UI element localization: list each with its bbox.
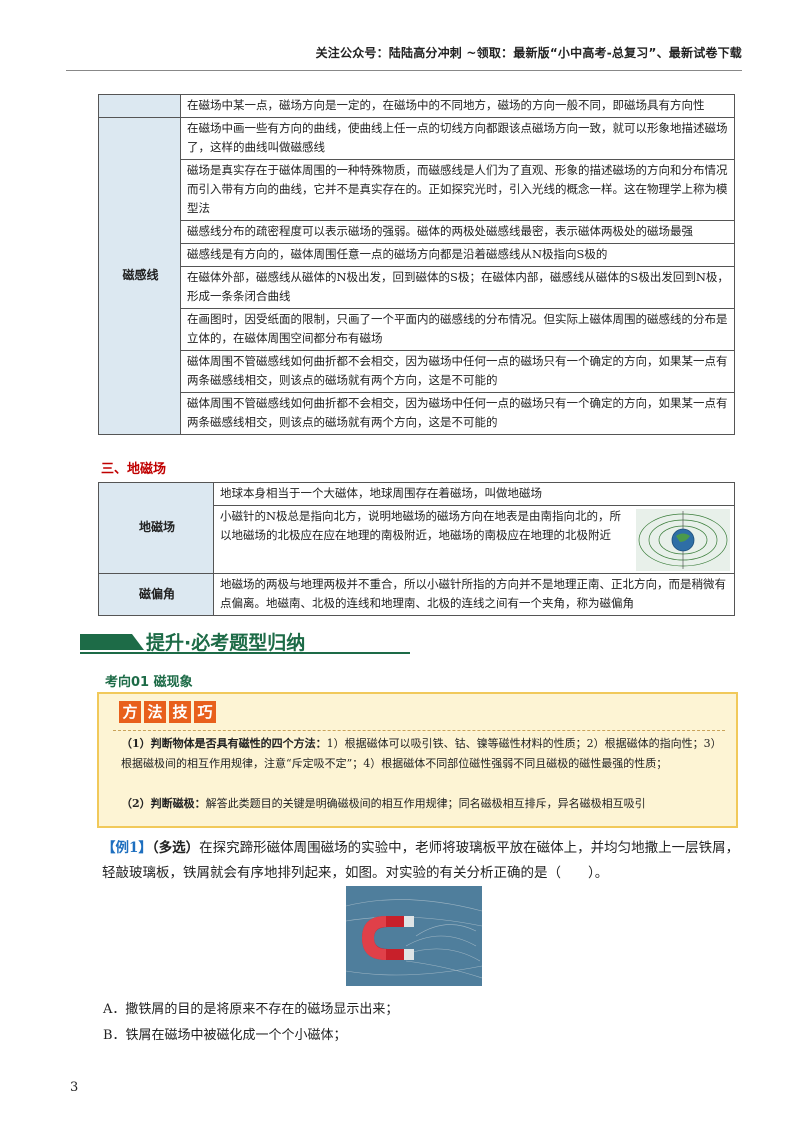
table-cell-density: 磁感线分布的疏密程度可以表示磁场的强弱。磁体的两极处磁感线最密，表示磁体两极处的… bbox=[180, 220, 735, 244]
example-stem: 在探究蹄形磁体周围磁场的实验中，老师将玻璃板平放在磁体上，并均匀地撒上一层铁屑，… bbox=[102, 840, 740, 881]
page-header: 关注公众号：陆陆高分冲刺 ~领取：最新版“小中高考-总复习”、最新试卷下载 bbox=[315, 46, 742, 60]
banner-arrow bbox=[132, 634, 144, 650]
method-tips-box: 方法技巧 （1）判断物体是否具有磁性的四个方法：1）根据磁体可以吸引铁、钴、镍等… bbox=[97, 692, 738, 828]
horseshoe-magnet-photo bbox=[345, 886, 483, 986]
method-chip: 方 bbox=[119, 701, 141, 723]
table-cell-direction-rule: 磁感线是有方向的，磁体周围任意一点的磁场方向都是沿着磁感线从N极指向S极的 bbox=[180, 243, 735, 267]
table-cell-closed-curves: 在磁体外部，磁感线从磁体的N极出发，回到磁体的S极；在磁体内部，磁感线从磁体的S… bbox=[180, 266, 735, 309]
table-cell-model: 磁场是真实存在于磁体周围的一种特殊物质，而磁感线是人们为了直观、形象的描述磁场的… bbox=[180, 159, 735, 221]
label-earth-field: 地磁场 bbox=[98, 482, 214, 574]
table-cell-no-intersect-repeat: 磁体周围不管磁感线如何曲折都不会相交，因为磁场中任何一点的磁场只有一个确定的方向… bbox=[180, 392, 735, 435]
banner-bar bbox=[80, 634, 132, 650]
method-divider bbox=[113, 730, 725, 731]
method-chip: 法 bbox=[144, 701, 166, 723]
page-number: 3 bbox=[70, 1080, 79, 1095]
method-chip: 巧 bbox=[194, 701, 216, 723]
table-cell-definition: 在磁场中画一些有方向的曲线，使曲线上任一点的切线方向都跟该点磁场方向一致，就可以… bbox=[180, 117, 735, 160]
earth-magnetic-field-image bbox=[636, 509, 730, 571]
example-question: 【例1】（多选）在探究蹄形磁体周围磁场的实验中，老师将玻璃板平放在磁体上，并均匀… bbox=[102, 836, 742, 886]
compass-text: 小磁针的N极总是指向北方，说明地磁场的磁场方向在地表是由南指向北的，所以地磁场的… bbox=[220, 509, 622, 542]
example-multi-tag: （多选） bbox=[151, 840, 200, 856]
header-rule bbox=[66, 70, 742, 71]
method-p1-heading: （1）判断物体是否具有磁性的四个方法： bbox=[121, 737, 327, 750]
method-paragraph-1: （1）判断物体是否具有磁性的四个方法：1）根据磁体可以吸引铁、钴、镍等磁性材料的… bbox=[121, 734, 721, 774]
method-chip: 技 bbox=[169, 701, 191, 723]
table-cell-earth-definition: 地球本身相当于一个大磁体，地球周围存在着磁场，叫做地磁场 bbox=[213, 482, 735, 506]
topic-heading: 考向01 磁现象 bbox=[105, 675, 193, 690]
method-p1-text: 1）根据磁体可以吸引铁、钴、镍等磁性材料的性质；2）根据磁体的指向性；3）根据磁… bbox=[121, 737, 717, 770]
label-declination: 磁偏角 bbox=[98, 573, 214, 616]
table-cell-compass: 小磁针的N极总是指向北方，说明地磁场的磁场方向在地表是由南指向北的，所以地磁场的… bbox=[213, 505, 735, 574]
table-cell-declination: 地磁场的两极与地理两极并不重合，所以小磁针所指的方向并不是地理正南、正北方向，而… bbox=[213, 573, 735, 616]
magnetic-field-lines-table: 在磁场中某一点，磁场方向是一定的，在磁场中的不同地方，磁场的方向一般不同，即磁场… bbox=[98, 94, 735, 435]
table-cell-direction: 在磁场中某一点，磁场方向是一定的，在磁场中的不同地方，磁场的方向一般不同，即磁场… bbox=[180, 94, 735, 118]
method-p2-text: 解答此类题目的关键是明确磁极间的相互作用规律；同名磁极相互排斥，异名磁极相互吸引 bbox=[205, 797, 646, 810]
banner-underline bbox=[80, 652, 410, 654]
option-b: B．铁屑在磁场中被磁化成一个个小磁体； bbox=[103, 1028, 347, 1043]
table-cell-no-intersect: 磁体周围不管磁感线如何曲折都不会相交，因为磁场中任何一点的磁场只有一个确定的方向… bbox=[180, 350, 735, 393]
banner-title: 提升·必考题型归纳 bbox=[146, 632, 306, 654]
option-a: A．撒铁屑的目的是将原来不存在的磁场显示出来； bbox=[103, 1002, 399, 1017]
example-tag: 【例1】 bbox=[102, 840, 152, 856]
section-banner: 提升·必考题型归纳 bbox=[80, 628, 410, 654]
section-title-earth-field: 三、地磁场 bbox=[101, 462, 167, 477]
label-field-lines: 磁感线 bbox=[98, 117, 181, 435]
table-label-cell-empty bbox=[98, 94, 181, 118]
earth-magnetic-field-table: 地磁场 地球本身相当于一个大磁体，地球周围存在着磁场，叫做地磁场 小磁针的N极总 bbox=[98, 482, 735, 616]
method-paragraph-2: （2）判断磁极：解答此类题目的关键是明确磁极间的相互作用规律；同名磁极相互排斥，… bbox=[121, 794, 721, 814]
table-cell-3d: 在画图时，因受纸面的限制，只画了一个平面内的磁感线的分布情况。但实际上磁体周围的… bbox=[180, 308, 735, 351]
method-chips: 方法技巧 bbox=[119, 701, 219, 723]
method-p2-heading: （2）判断磁极： bbox=[121, 797, 206, 810]
